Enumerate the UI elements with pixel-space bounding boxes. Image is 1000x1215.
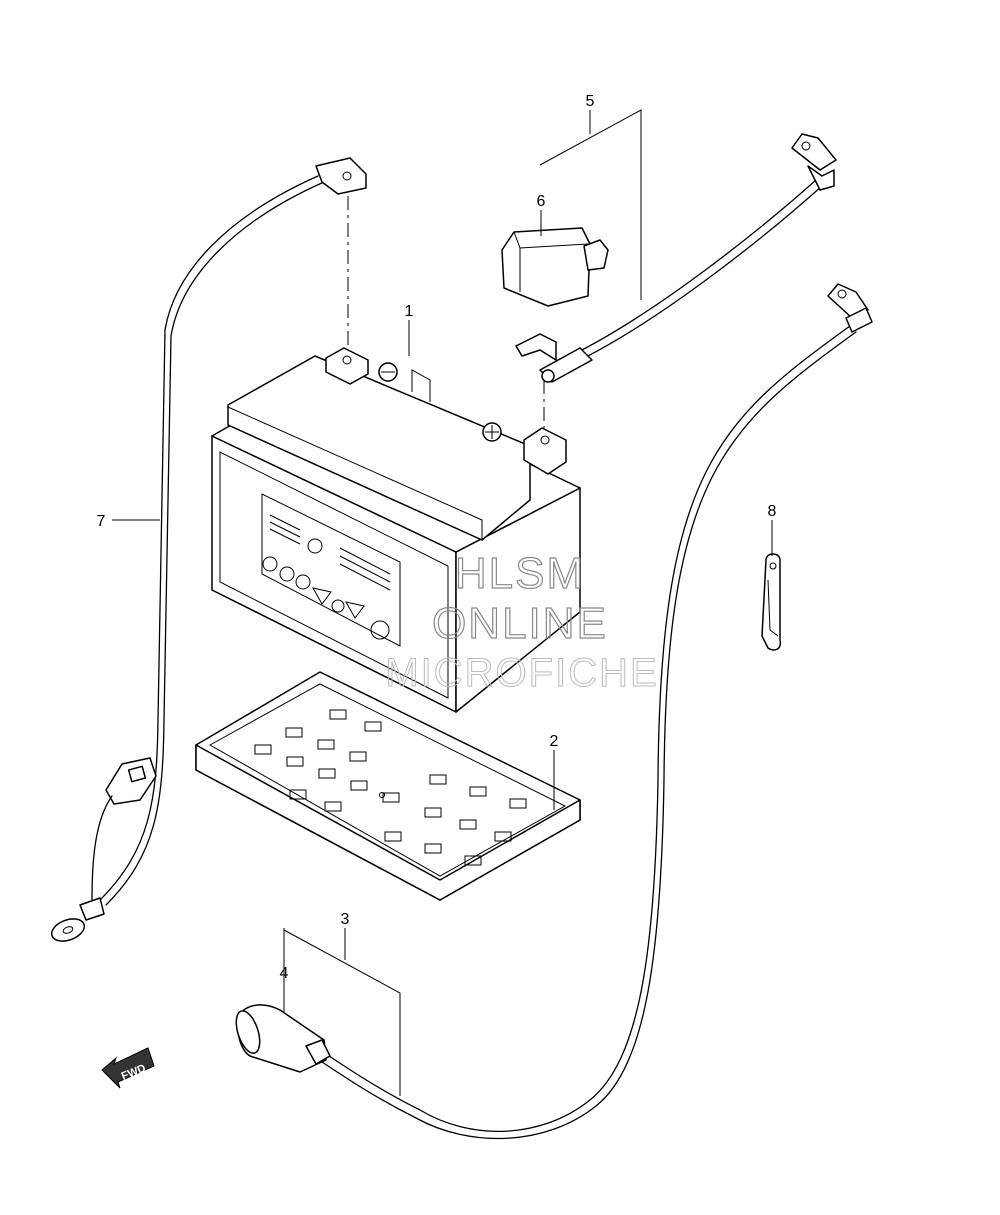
callout-4: 4 [280,965,289,982]
leader-lines [112,109,773,1096]
callout-3: 3 [341,911,350,928]
battery-tray-2[interactable] [195,671,581,901]
callout-1: 1 [405,303,414,320]
ground-wire-7[interactable] [49,157,367,945]
watermark-line2: ONLINE [432,599,608,648]
negative-cable[interactable] [315,283,873,1140]
rubber-boot-4[interactable] [232,1004,331,1073]
callout-2: 2 [550,733,559,750]
callout-6: 6 [537,193,546,210]
watermark-line1: HLSM [455,549,585,598]
watermark: HLSM ONLINE MICROFICHE [385,548,658,695]
battery-1[interactable] [211,347,581,713]
clamp-band-8[interactable] [761,553,782,651]
watermark-line3: MICROFICHE [385,651,658,695]
terminal-cover-6[interactable] [501,227,609,307]
positive-cable-5[interactable] [515,133,837,383]
callout-8: 8 [768,503,777,520]
callout-5: 5 [586,93,595,110]
fwd-arrow: FWD [101,1047,155,1089]
callout-7: 7 [97,513,106,530]
